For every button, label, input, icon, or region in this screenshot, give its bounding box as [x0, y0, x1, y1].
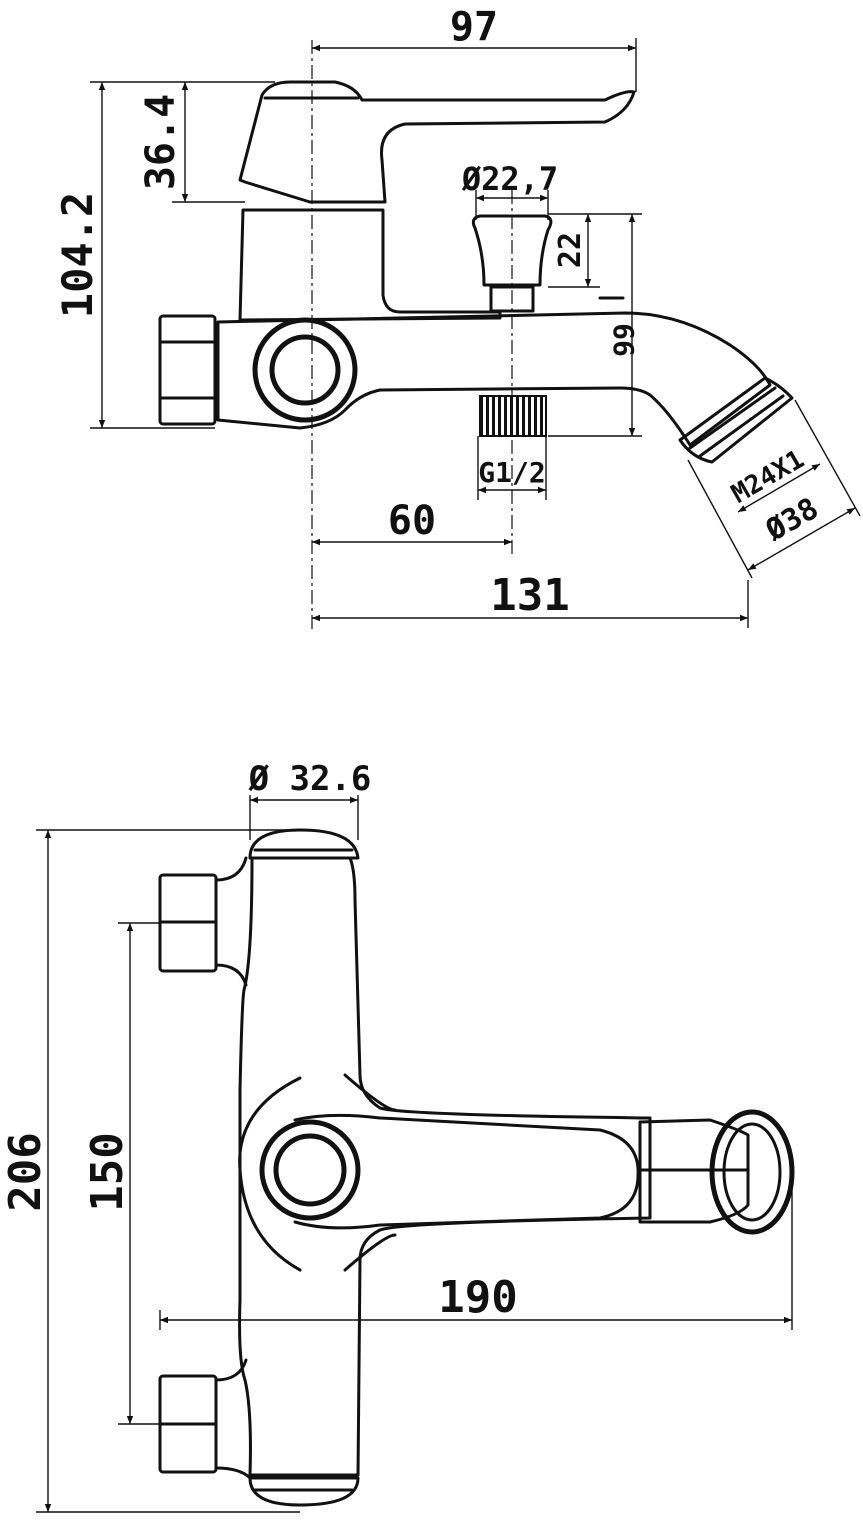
dim-outlet-diameter-label: Ø38	[759, 491, 824, 549]
dim-outlet-height-label: 66	[607, 323, 640, 357]
shower-connector-thread	[479, 395, 547, 437]
dim-shower-thread-label: G1/2	[478, 456, 545, 489]
lever-handle	[238, 80, 636, 204]
top-end-cap-top	[248, 828, 360, 860]
dim-total-height-label: 104.2	[53, 192, 102, 318]
dim-190-label: 190	[438, 1272, 517, 1323]
top-body-inner-circle	[273, 1133, 347, 1207]
dim-outlet-ext-1	[687, 459, 753, 579]
spout-body	[216, 311, 772, 447]
dim-aerator-thread-line	[737, 463, 821, 513]
top-lever	[293, 1113, 640, 1230]
top-lever-arc	[238, 1076, 302, 1272]
dim-diverter-diameter-label: Ø22,7	[461, 160, 558, 198]
diverter-stem	[489, 285, 535, 313]
side-body-inner-circle	[269, 334, 341, 406]
top-body-outer-circle	[259, 1119, 361, 1221]
dim-60-label: 60	[388, 498, 436, 544]
cartridge-body	[238, 208, 502, 322]
spout-outlet-ring-3	[698, 394, 785, 458]
dim-97-label: 97	[450, 4, 498, 50]
dim-outlet-ext-2	[794, 399, 861, 517]
dim-outlet-diameter-line	[747, 507, 856, 571]
side-hex-nut	[158, 314, 217, 426]
side-view: 97 104.2 36.4 Ø22,7 22 66 G1/2 M24X1 Ø38…	[53, 4, 861, 630]
dim-206-label: 206	[0, 1132, 51, 1211]
top-lever-inner-arc	[343, 1073, 397, 1272]
dim-body-diameter-label: Ø 32.6	[248, 759, 372, 799]
top-body	[238, 856, 652, 1477]
top-inlet-neck-upper	[214, 856, 248, 987]
dim-150-label: 150	[82, 1132, 133, 1211]
top-inlet-neck-lower	[214, 1358, 252, 1480]
spout-outlet-ring-2	[688, 386, 777, 450]
dim-131-label: 131	[490, 570, 569, 621]
top-view: Ø 32.6 206 150 190	[0, 759, 795, 1513]
top-end-cap-bottom	[248, 1476, 360, 1507]
spout-outlet-ring-1	[678, 376, 794, 464]
top-spout-outlet-inner	[722, 1122, 782, 1222]
side-body-outer-circle	[252, 317, 358, 423]
dim-diverter-height-label: 22	[553, 232, 588, 268]
dim-lever-height-label: 36.4	[138, 94, 184, 190]
top-spout	[638, 1118, 750, 1224]
